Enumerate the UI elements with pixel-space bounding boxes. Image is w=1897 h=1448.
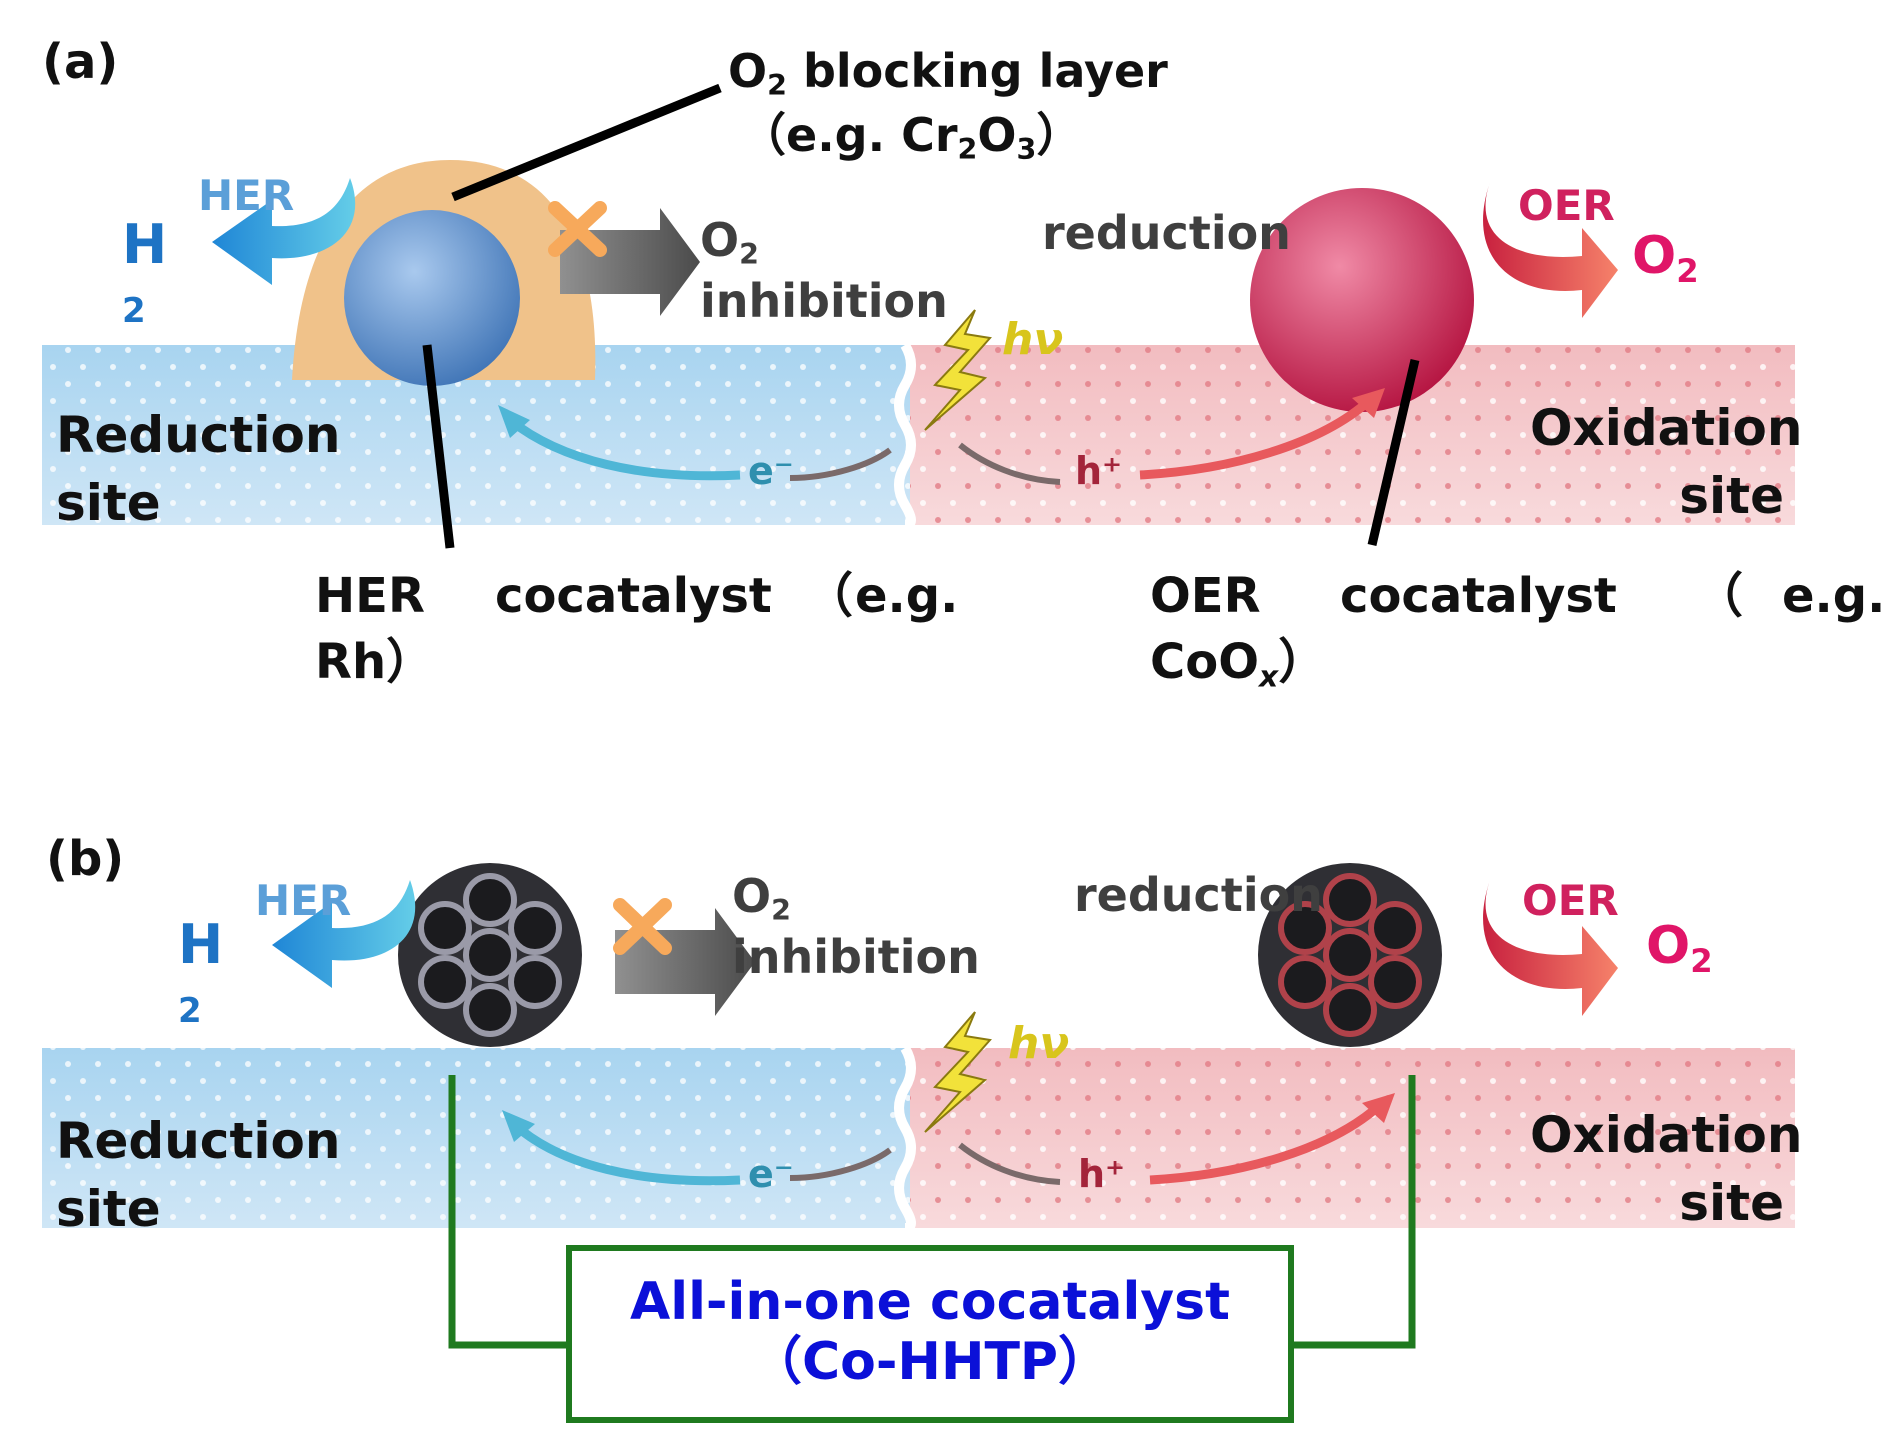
oer-label-b: OER	[1522, 876, 1619, 925]
inhibition-label-b: O2 inhibition	[732, 869, 980, 984]
reduction-site-label-a: Reduction site	[56, 406, 341, 532]
cross-icon-a	[548, 201, 607, 257]
blocking-layer-label: O2 blocking layer	[728, 44, 1168, 102]
her-pointer-line	[422, 344, 455, 549]
all-in-one-cocatalyst-box: All-in-one cocatalyst （Co-HHTP）	[566, 1245, 1294, 1423]
panel-b	[42, 863, 1795, 1349]
connector-line-left	[448, 1075, 572, 1349]
blocking-pointer-line	[451, 83, 722, 202]
inhibition-label-a: O2 inhibition	[700, 213, 948, 328]
oer-cocatalyst-word2: cocatalyst	[1340, 568, 1617, 624]
cross-icon-b	[613, 898, 672, 955]
blocking-layer-example: （e.g. Cr2O3）	[740, 108, 1083, 166]
her-arrow-a	[212, 178, 356, 285]
electron-label-b: e⁻	[748, 1152, 794, 1196]
oxidation-site-label-a: Oxidation site	[1530, 399, 1803, 525]
o2-label-b: O2	[1646, 916, 1713, 981]
her-cocatalyst-word3: （	[805, 568, 854, 624]
electron-arrow-a	[507, 416, 741, 481]
light-icon-a	[924, 309, 992, 431]
her-cocatalyst-caption: HER	[315, 568, 425, 624]
hv-label-a: hν	[1002, 314, 1064, 365]
oer-pointer-line	[1367, 358, 1420, 547]
oer-cocatalyst-word3: （	[1695, 568, 1744, 624]
oer-arrow-a	[1483, 182, 1618, 318]
panel-a-tag: (a)	[42, 34, 119, 90]
oxidation-site-label-b: Oxidation site	[1530, 1106, 1803, 1232]
all-in-one-subtitle: （Co-HHTP）	[749, 1331, 1111, 1392]
electron-arrow-b	[512, 1121, 741, 1186]
oer-cocatalyst-caption: OER	[1150, 568, 1261, 624]
reduction-label-b: reduction	[1074, 868, 1323, 922]
oer-cocatalyst-line2: CoOx）	[1150, 634, 1327, 695]
light-icon-b	[924, 1011, 992, 1133]
oer-cocatalyst-word4: e.g.	[1782, 568, 1886, 624]
h2-label-b: H 2	[178, 913, 224, 1031]
o2-label-a: O2	[1632, 226, 1699, 291]
oer-arrow-b	[1483, 880, 1618, 1016]
co-hhtp-particle-left	[398, 863, 582, 1047]
hole-label-a: h⁺	[1075, 449, 1123, 493]
reduction-label-a: reduction	[1042, 206, 1291, 260]
oer-label-a: OER	[1518, 181, 1615, 230]
panel-b-tag: (b)	[46, 831, 125, 887]
electron-label-a: e⁻	[748, 449, 794, 493]
her-cocatalyst-word2: cocatalyst	[495, 568, 772, 624]
hole-arrow-b	[1149, 1101, 1384, 1185]
oer-cocatalyst-particle	[1250, 188, 1474, 412]
her-cocatalyst-particle	[344, 210, 520, 386]
her-cocatalyst-word4: e.g.	[855, 568, 959, 624]
h2-label-a: H 2	[122, 213, 168, 331]
her-arrow-b	[272, 880, 416, 988]
hv-label-b: hν	[1008, 1018, 1070, 1069]
inhibition-arrow-a	[560, 208, 700, 316]
her-label-b: HER	[255, 876, 352, 925]
her-cocatalyst-line2: Rh）	[315, 634, 435, 690]
panel-a	[42, 83, 1795, 549]
all-in-one-title: All-in-one cocatalyst	[630, 1272, 1230, 1332]
hole-label-b: h⁺	[1078, 1152, 1126, 1196]
connector-line-right	[1288, 1075, 1416, 1349]
her-label-a: HER	[198, 171, 295, 220]
hole-arrow-a	[1139, 396, 1374, 480]
reduction-site-label-b: Reduction site	[56, 1112, 341, 1238]
co-hhtp-particle-right	[1258, 863, 1442, 1047]
